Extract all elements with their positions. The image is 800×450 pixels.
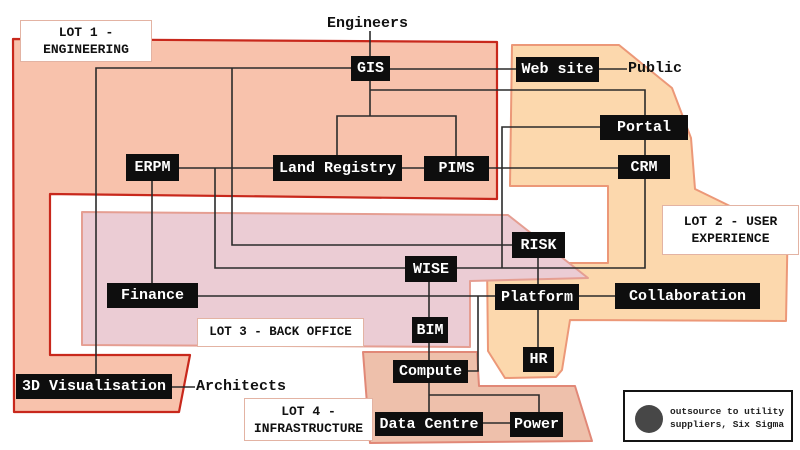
node-pims: PIMS: [424, 156, 489, 181]
legend-text-line1: outsource to utility: [670, 406, 785, 417]
architects-label: Architects: [196, 378, 287, 395]
lot3-label-line1: LOT 3 - BACK OFFICE: [209, 325, 352, 339]
node-wise: WISE: [405, 256, 457, 282]
node-risk: RISK: [512, 232, 565, 258]
lot2-label-line2: EXPERIENCE: [691, 231, 770, 246]
node-3d-visualisation: 3D Visualisation: [16, 374, 172, 399]
edge-erpm-wise: [214, 168, 405, 269]
engineers-label: Engineers: [327, 15, 409, 32]
edge-platform-compute: [468, 296, 479, 372]
lot1-label-line1: LOT 1 -: [58, 25, 114, 40]
node-erpm: ERPM: [126, 154, 179, 181]
lot1-label: LOT 1 - ENGINEERING: [20, 20, 152, 62]
legend-text: outsource to utility suppliers, Six Sigm…: [670, 405, 784, 431]
edge-gis-portal-crm-wise: [370, 89, 646, 269]
lot3-label: LOT 3 - BACK OFFICE: [197, 318, 364, 347]
node-hr: HR: [523, 347, 554, 372]
public-label: Public: [628, 60, 683, 77]
lot1-engineering-region: [11, 37, 499, 414]
lot4-label-line1: LOT 4 -: [281, 403, 336, 419]
lot2-label: LOT 2 - USER EXPERIENCE: [662, 205, 799, 255]
lot4-label-line2: INFRASTRUCTURE: [253, 420, 364, 436]
edge-gis-3dvisualisation: [95, 67, 351, 374]
node-finance: Finance: [107, 283, 198, 308]
legend-text-line2: suppliers, Six Sigma: [670, 419, 785, 430]
edge-portal-wise: [501, 126, 600, 268]
edge-compute-power: [429, 394, 540, 412]
node-collaboration: Collaboration: [615, 283, 760, 309]
lot1-label-line2: ENGINEERING: [43, 42, 129, 57]
node-portal: Portal: [600, 115, 688, 140]
lot2-label-line1: LOT 2 - USER: [683, 214, 778, 229]
legend-box: outsource to utility suppliers, Six Sigm…: [623, 390, 793, 442]
node-compute: Compute: [393, 360, 468, 383]
node-website: Web site: [516, 57, 599, 82]
edge-gis-landregistry-pims-bracket: [336, 115, 457, 156]
node-platform: Platform: [495, 284, 579, 310]
node-bim: BIM: [412, 317, 448, 343]
node-power: Power: [510, 412, 563, 437]
node-landregistry: Land Registry: [273, 155, 402, 181]
outsource-dot-icon: [635, 405, 663, 433]
edge-gis-risk: [231, 68, 512, 246]
lot4-label: LOT 4 - INFRASTRUCTURE: [244, 398, 373, 441]
node-datacentre: Data Centre: [375, 412, 483, 436]
node-gis: GIS: [351, 56, 390, 81]
node-crm: CRM: [618, 155, 670, 179]
